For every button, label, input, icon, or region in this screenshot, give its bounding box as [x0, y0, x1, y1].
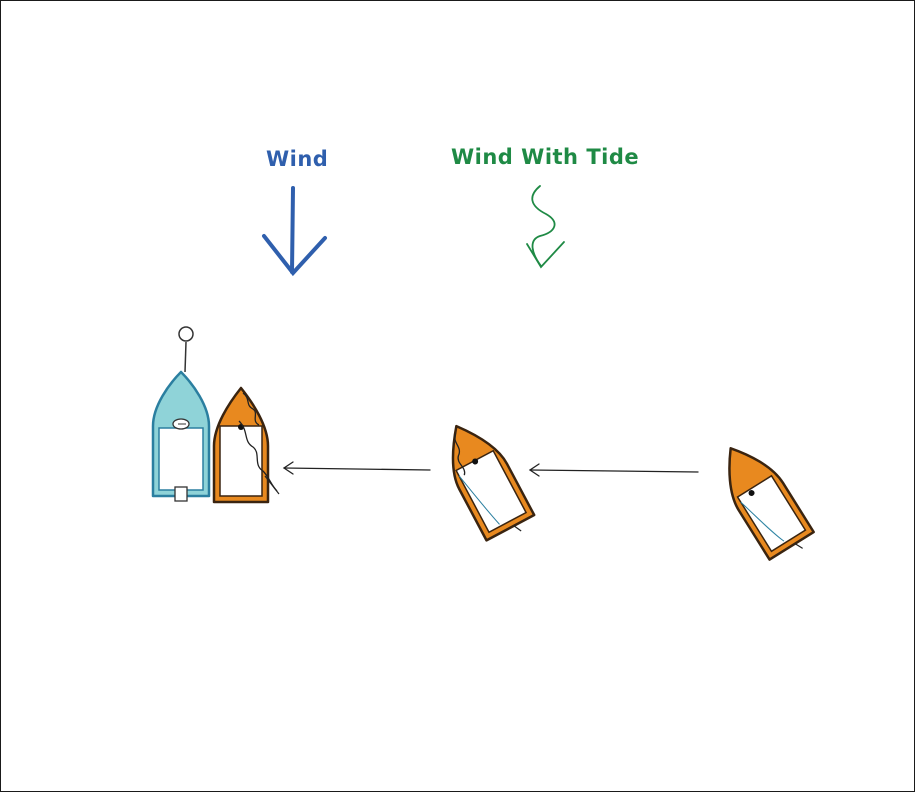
wind-arrow-icon	[262, 186, 327, 277]
arrow-left-icon	[282, 461, 431, 475]
rafted-boat	[212, 386, 280, 504]
wind-with-tide-label: Wind With Tide	[451, 145, 640, 169]
buoy-icon	[178, 326, 194, 373]
arrow-left-icon	[528, 463, 699, 477]
approaching-boat-middle	[451, 424, 536, 542]
approaching-boat-right	[728, 447, 815, 561]
wavy-arrow-down-icon	[526, 185, 565, 269]
wind-label: Wind	[266, 147, 329, 171]
moored-boat	[151, 370, 211, 502]
